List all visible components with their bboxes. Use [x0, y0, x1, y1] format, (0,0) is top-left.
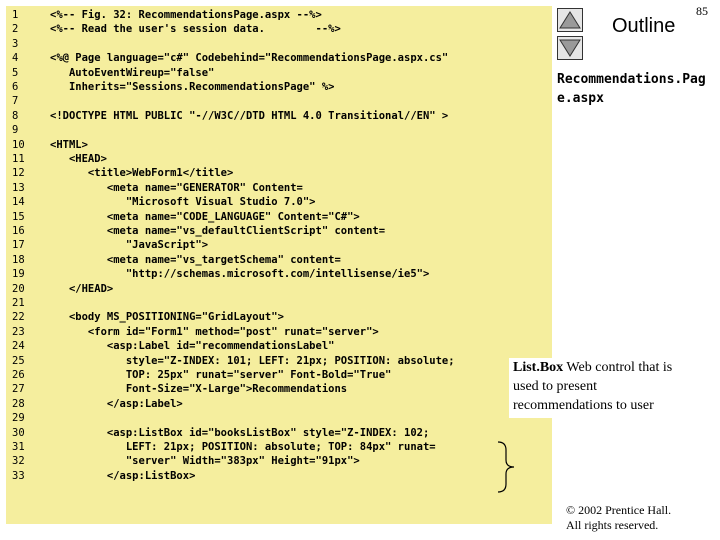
line-number: 9	[12, 124, 19, 137]
line-number: 3	[12, 37, 19, 50]
line-number: 7	[12, 95, 19, 108]
code-text: <asp:ListBox id="booksListBox" style="Z-…	[50, 426, 430, 439]
line-number: 5	[12, 66, 19, 79]
next-slide-button[interactable]	[557, 36, 583, 60]
code-text: <form id="Form1" method="post" runat="se…	[50, 325, 379, 338]
line-number: 10	[12, 138, 25, 151]
code-text: LEFT: 21px; POSITION: absolute; TOP: 84p…	[50, 441, 436, 453]
line-number: 30	[12, 426, 25, 439]
code-text: "server" Width="383px" Height="91px">	[50, 455, 360, 468]
code-text: Inherits="Sessions.RecommendationsPage" …	[50, 81, 335, 93]
line-number: 25	[12, 354, 25, 367]
line-number: 4	[12, 52, 19, 65]
code-text: "http://schemas.microsoft.com/intellisen…	[50, 268, 430, 281]
code-text: TOP: 25px" runat="server" Font-Bold="Tru…	[50, 369, 392, 381]
copyright-line-2: All rights reserved.	[566, 518, 659, 532]
code-text: <HTML>	[50, 138, 88, 151]
code-text: </asp:ListBox>	[50, 469, 196, 482]
code-text: "JavaScript">	[50, 239, 209, 252]
code-text: <meta name="CODE_LANGUAGE" Content="C#">	[50, 210, 360, 223]
line-number: 13	[12, 181, 25, 194]
line-number: 27	[12, 383, 25, 396]
code-text: <body MS_POSITIONING="GridLayout">	[50, 311, 284, 324]
line-number: 22	[12, 311, 25, 324]
code-text: <meta name="vs_defaultClientScript" cont…	[50, 225, 386, 237]
code-text: AutoEventWireup="false"	[50, 66, 215, 79]
line-number: 18	[12, 253, 25, 266]
line-number: 17	[12, 239, 25, 252]
line-number: 28	[12, 397, 25, 410]
line-number: 21	[12, 297, 25, 309]
line-number: 26	[12, 369, 25, 381]
code-text: Font-Size="X-Large">Recommendations	[50, 383, 348, 396]
line-number: 11	[12, 153, 25, 165]
line-number: 15	[12, 210, 25, 223]
line-number: 23	[12, 325, 25, 338]
copyright-notice: © 2002 Prentice Hall. All rights reserve…	[566, 503, 671, 533]
code-listing: 1 <%-- Fig. 32: RecommendationsPage.aspx …	[6, 6, 552, 524]
line-number: 32	[12, 455, 25, 468]
line-number: 16	[12, 225, 25, 237]
line-number: 29	[12, 412, 25, 425]
file-name: Recommendations.Page.aspx	[557, 72, 706, 106]
code-text: </HEAD>	[50, 282, 114, 295]
triangle-down-icon	[559, 39, 581, 57]
code-text: <%-- Read the user's session data. --%>	[50, 23, 341, 36]
line-number: 33	[12, 469, 25, 482]
line-number: 20	[12, 282, 25, 295]
line-number: 8	[12, 109, 19, 122]
outline-title: Outline	[612, 15, 676, 37]
line-number: 19	[12, 268, 25, 281]
line-number: 6	[12, 81, 19, 93]
line-number: 12	[12, 167, 25, 180]
triangle-up-icon	[559, 11, 581, 29]
line-number: 2	[12, 23, 19, 36]
code-text: <asp:Label id="recommendationsLabel"	[50, 340, 335, 353]
code-text: </asp:Label>	[50, 397, 183, 410]
callout-keyword: List.Box	[513, 360, 564, 375]
copyright-line-1: © 2002 Prentice Hall.	[566, 503, 672, 517]
line-number: 14	[12, 196, 25, 209]
page-number: 85	[696, 4, 708, 18]
code-text: <%-- Fig. 32: RecommendationsPage.aspx -…	[50, 9, 322, 21]
code-text: <!DOCTYPE HTML PUBLIC "-//W3C//DTD HTML …	[50, 109, 449, 122]
callout-box: List.Box Web control that is used to pre…	[509, 358, 689, 418]
previous-slide-button[interactable]	[557, 8, 583, 32]
line-number: 24	[12, 340, 25, 353]
code-text: <HEAD>	[50, 153, 107, 165]
code-text: "Microsoft Visual Studio 7.0">	[50, 196, 316, 209]
code-text: style="Z-INDEX: 101; LEFT: 21px; POSITIO…	[50, 354, 455, 367]
code-text: <meta name="GENERATOR" Content=	[50, 181, 303, 194]
callout-text: Web control that is used to present reco…	[513, 360, 673, 413]
line-number: 31	[12, 441, 25, 453]
code-text: <%@ Page language="c#" Codebehind="Recom…	[50, 52, 449, 65]
line-number: 1	[12, 9, 19, 21]
code-text: <title>WebForm1</title>	[50, 167, 234, 180]
curly-brace-icon	[497, 441, 515, 493]
code-text: <meta name="vs_targetSchema" content=	[50, 253, 341, 266]
